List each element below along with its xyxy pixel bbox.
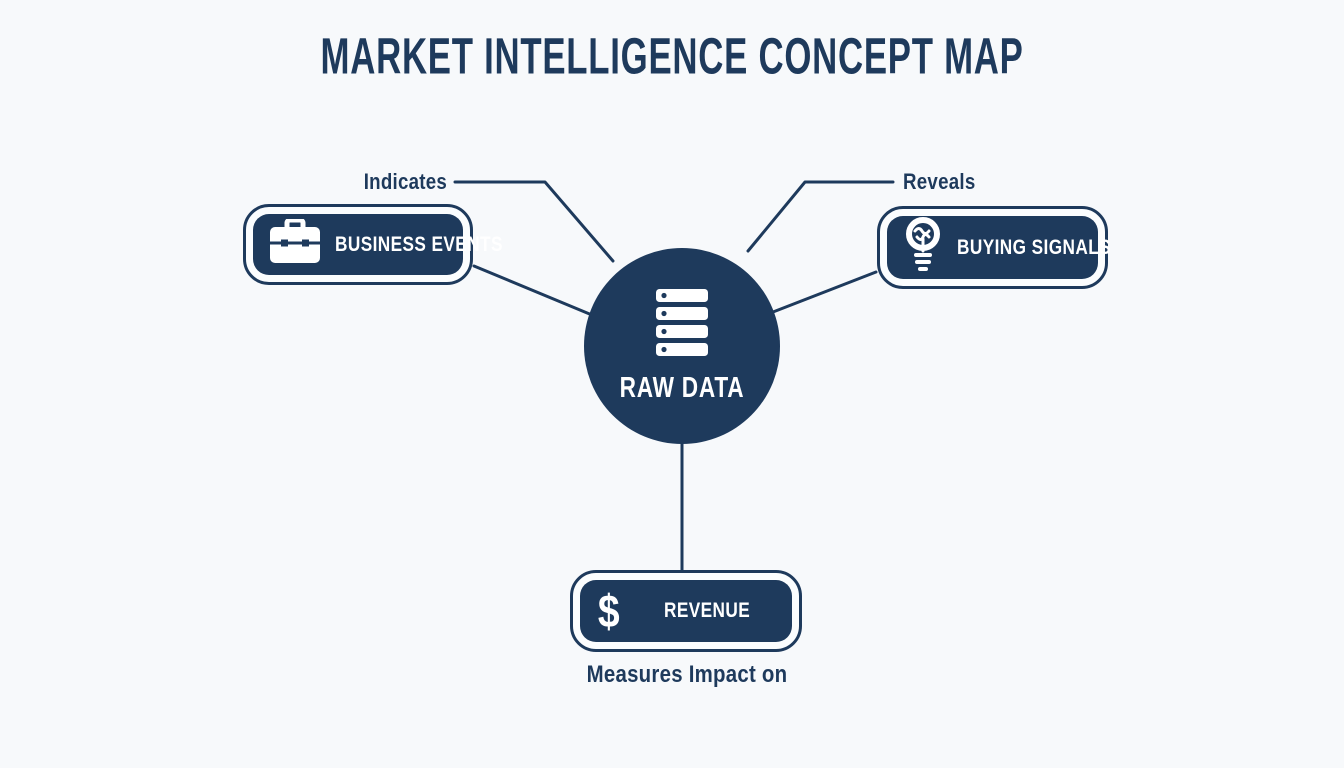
- node-buying-signals: BUYING SIGNALS: [877, 206, 1111, 289]
- dollar-sign-icon: $: [597, 585, 620, 637]
- edge-indicates-line: [453, 180, 615, 263]
- node-business-events: BUSINESS EVENTS: [243, 204, 502, 285]
- diagram-title: MARKET INTELLIGENCE CONCEPT MAP: [0, 26, 1344, 85]
- lightbulb-icon: [903, 217, 943, 278]
- edge-label-measures-impact-on: Measures Impact on: [586, 661, 788, 688]
- raw-data-label: RAW DATA: [619, 372, 745, 404]
- edge-buying-signals-to-raw-data: [771, 270, 878, 314]
- node-revenue: $ REVENUE: [570, 570, 802, 652]
- edge-label-reveals: Reveals: [903, 169, 976, 194]
- edge-label-indicates: Indicates: [363, 169, 447, 194]
- revenue-label: REVENUE: [663, 599, 750, 622]
- edge-reveals-line: [746, 180, 895, 253]
- edge-business-events-to-raw-data: [472, 264, 594, 317]
- server-stack-icon: [655, 289, 709, 362]
- diagram-title-text: MARKET INTELLIGENCE CONCEPT MAP: [320, 26, 1024, 85]
- business-events-label: BUSINESS EVENTS: [335, 232, 503, 256]
- buying-signals-label: BUYING SIGNALS: [957, 235, 1112, 259]
- briefcase-icon: [269, 217, 321, 270]
- node-raw-data: RAW DATA: [584, 248, 780, 444]
